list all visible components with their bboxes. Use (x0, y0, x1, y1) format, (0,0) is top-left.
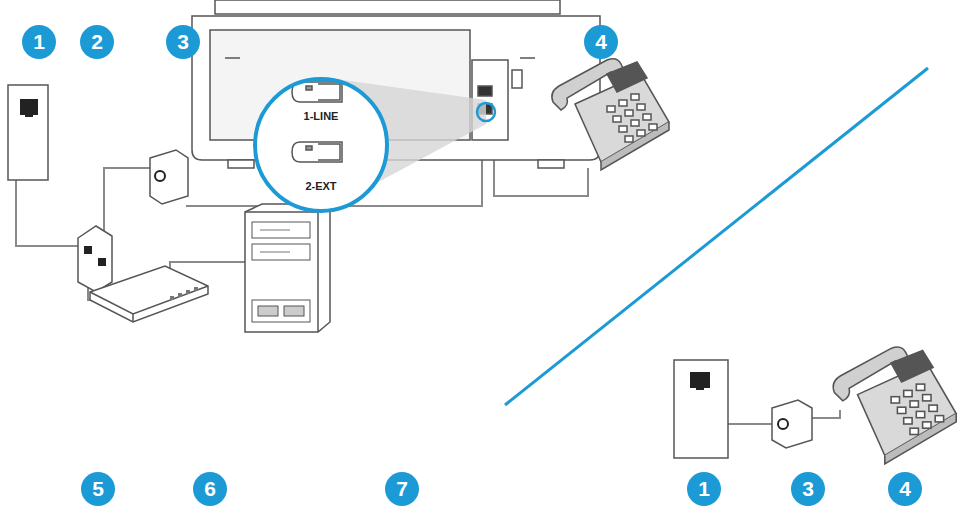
port-label: 1-LINE (257, 110, 385, 122)
telephone (833, 347, 956, 464)
port-zoom-circle: 1-LINE 2-EXT (253, 77, 389, 213)
callout-number: 3 (791, 472, 825, 506)
callout-number: 4 (584, 25, 618, 59)
callout-number: 1 (22, 25, 56, 59)
callout-number: 2 (80, 25, 114, 59)
wall-jack (674, 360, 728, 458)
callout-number: 7 (385, 472, 419, 506)
port-label: 2-EXT (257, 180, 385, 192)
zoom-ground (255, 79, 387, 211)
dsl-modem (90, 266, 208, 322)
wall-jack (8, 85, 48, 180)
callout-number: 3 (166, 25, 200, 59)
callout-number: 5 (81, 472, 115, 506)
callout-number: 4 (888, 472, 922, 506)
computer-tower (245, 204, 330, 332)
callout-number: 6 (193, 472, 227, 506)
parallel-splitter (78, 226, 112, 292)
divider-line (505, 68, 928, 405)
phone-port-icon (292, 82, 342, 162)
callout-number: 1 (687, 472, 721, 506)
telephone (552, 59, 669, 170)
dsl-filter (150, 150, 188, 204)
dsl-filter (772, 400, 812, 448)
port-highlight (477, 103, 495, 121)
